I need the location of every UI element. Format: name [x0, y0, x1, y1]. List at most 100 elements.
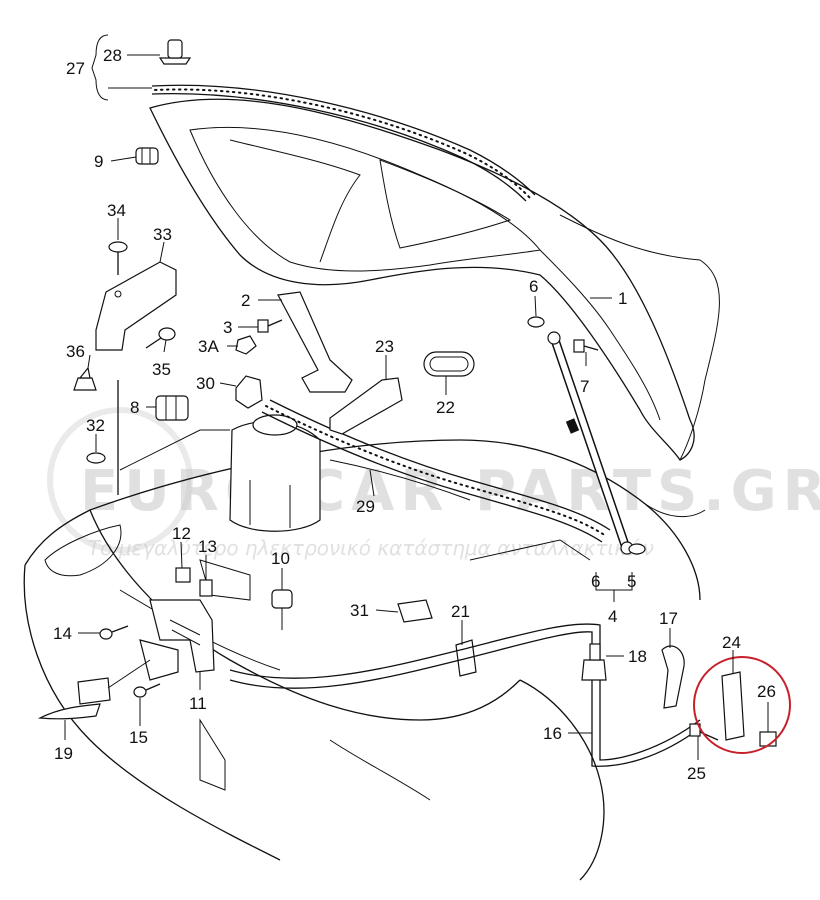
bay-seal-dots [265, 405, 607, 537]
gas-strut-collar [565, 418, 580, 434]
hood [149, 84, 720, 461]
cable-grommet-18 [581, 643, 607, 681]
engine-bay-rim [24, 439, 701, 601]
cable-grommet-18-body [581, 659, 607, 681]
clip-36-body [73, 377, 97, 391]
hood-edge-right [539, 249, 661, 421]
strut-clip-top [527, 316, 545, 328]
leader-9 [110, 156, 137, 162]
rubber-stop-9 [135, 147, 159, 165]
hood-seal-strip-dots [154, 88, 531, 199]
rubber-buffer-10 [271, 589, 293, 630]
callout-10: 10 [271, 549, 290, 568]
callout-2: 2 [241, 291, 250, 310]
leader-29 [369, 469, 375, 497]
leader-33 [159, 241, 165, 263]
screw-35-head [158, 327, 176, 341]
bay-wall-right [469, 539, 591, 561]
bracket-23 [329, 377, 403, 435]
screw-7-thread [583, 345, 599, 351]
guide-30 [235, 375, 263, 409]
buffer-8-body [155, 395, 189, 421]
bumper-lower-line [329, 739, 431, 801]
screw-34-head [108, 241, 128, 253]
hood-inner-frame [189, 126, 541, 272]
hood-panel-right [379, 159, 512, 249]
callout-19: 19 [54, 744, 73, 763]
callout-12: 12 [172, 524, 191, 543]
screw-15-thread [145, 683, 161, 691]
screw-35-thread [145, 337, 162, 349]
front-cross-member [89, 509, 521, 721]
hinge-2 [277, 291, 353, 393]
clip-28-base [158, 57, 192, 65]
release-cable-16-outer [229, 631, 701, 767]
hood-outline [149, 98, 695, 461]
callout-30: 30 [196, 374, 215, 393]
bay-seal [261, 399, 611, 543]
release-lever-19-housing [77, 677, 111, 705]
clip-13 [199, 579, 213, 597]
grommet-32 [86, 452, 106, 464]
gas-strut-body-fill [552, 337, 628, 548]
screw-15 [133, 683, 161, 698]
callout-31: 31 [350, 601, 369, 620]
clip-28 [158, 39, 192, 65]
bolt-3-head [257, 319, 269, 333]
leader-12 [180, 541, 183, 569]
screw-35 [145, 327, 176, 349]
brace-27 [91, 34, 109, 101]
leader-lines [64, 34, 769, 760]
callout-17: 17 [659, 609, 678, 628]
screw-14-head [99, 628, 113, 640]
strut-clip-bottom [628, 543, 646, 555]
callout-15: 15 [129, 728, 148, 747]
callout-25: 25 [687, 764, 706, 783]
hood-lock-11-plate [139, 639, 179, 681]
hood-lock-11-spring [169, 619, 201, 646]
callout-9: 9 [94, 152, 103, 171]
rubber-stop-9-body [135, 147, 159, 165]
windshield-edge [559, 214, 720, 461]
buffer-8 [155, 395, 189, 421]
callout-6-bottom: 6 [591, 572, 600, 591]
hinge-2-body [277, 291, 353, 393]
plug-22-inner [429, 356, 469, 372]
clip-26 [759, 731, 777, 747]
callout-4: 4 [608, 607, 617, 626]
callout-8: 8 [130, 398, 139, 417]
hood-rib-left [229, 139, 361, 263]
screw-14-thread [111, 625, 129, 633]
pull-handle-17 [661, 645, 685, 709]
screw-14 [99, 625, 129, 640]
rubber-buffer-10-body [271, 589, 293, 609]
callout-34: 34 [107, 201, 126, 220]
release-lever-19-handle [37, 703, 101, 720]
watermark-brand: EURO CAR PARTS.GR [80, 459, 820, 524]
callout-23: 23 [375, 337, 394, 356]
callout-27: 27 [66, 59, 85, 78]
callout-6-top: 6 [529, 277, 538, 296]
highlight-ring [693, 656, 791, 754]
washer-reservoir [229, 420, 321, 532]
leader-30 [219, 382, 237, 387]
callout-28: 28 [103, 46, 122, 65]
callout-7: 7 [580, 377, 589, 396]
support-31 [397, 599, 433, 623]
bolt-3 [257, 319, 283, 333]
gas-strut [527, 316, 646, 555]
callout-22: 22 [436, 398, 455, 417]
bracket-24 [721, 671, 745, 741]
leader-31 [375, 609, 399, 613]
plug-22-outer [423, 351, 475, 377]
callout-14: 14 [53, 624, 72, 643]
bolt-3-thread [267, 319, 283, 327]
hood-lock-11-body [149, 599, 215, 673]
callout-13: 13 [198, 537, 217, 556]
bracket-33-hole [114, 290, 122, 298]
callout-26: 26 [757, 682, 776, 701]
plug-22 [423, 351, 475, 377]
callout-24: 24 [722, 633, 741, 652]
bay-wall-left [119, 429, 230, 471]
